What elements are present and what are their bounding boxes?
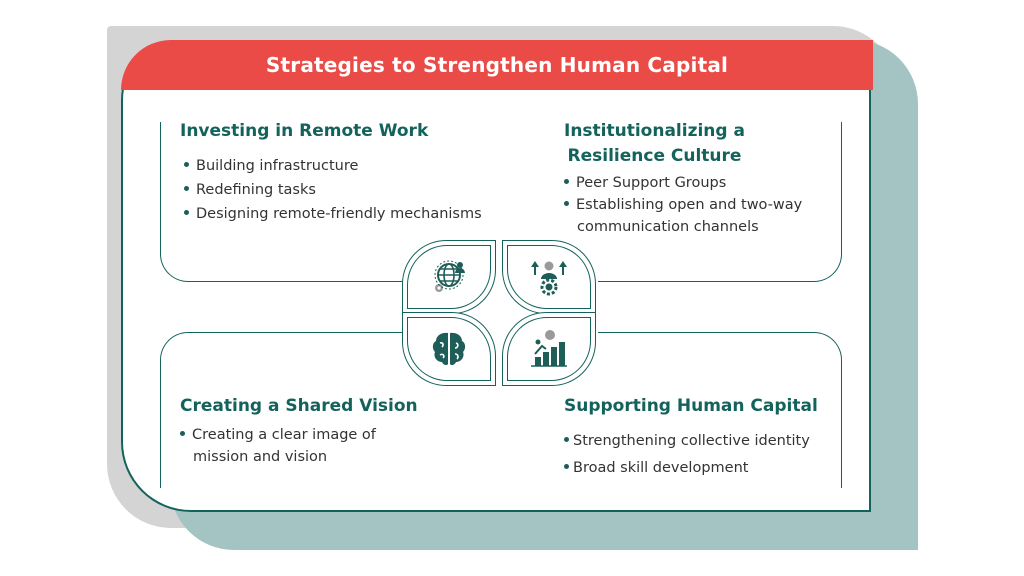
list-item: Redefining tasks (184, 178, 482, 202)
list-resilience-culture: Peer Support Groups Establishing open an… (564, 172, 802, 238)
list-item: communication channels (577, 219, 759, 235)
list-item: Strengthening collective identity (564, 428, 810, 455)
list-remote-work: Building infrastructure Redefining tasks… (184, 154, 482, 226)
globe-gear-icon (434, 260, 465, 292)
brain-puzzle-icon (432, 332, 466, 366)
person-gear-arrows-icon (531, 261, 567, 296)
title-banner: Strategies to Strengthen Human Capital (121, 40, 873, 90)
frame-top-right (598, 122, 842, 282)
list-item: Peer Support Groups (564, 172, 802, 194)
heading-remote-work: Investing in Remote Work (180, 121, 429, 141)
petal-shared-vision (402, 312, 496, 386)
list-item: Designing remote-friendly mechanisms (184, 202, 482, 226)
growth-chart-person-icon (531, 330, 567, 367)
list-item: Establishing open and two-way (564, 194, 802, 216)
heading-supporting-human-capital: Supporting Human Capital (564, 396, 818, 416)
petal-resilience-culture (502, 240, 596, 314)
main-card (121, 40, 871, 512)
list-item: Building infrastructure (184, 154, 482, 178)
list-shared-vision: Creating a clear image of mission and vi… (180, 424, 376, 468)
heading-resilience-culture: Institutionalizing a Resilience Culture (564, 121, 745, 166)
heading-shared-vision: Creating a Shared Vision (180, 396, 418, 416)
frame-bottom-right (598, 332, 842, 488)
list-item: Creating a clear image of (180, 424, 376, 446)
petal-remote-work (402, 240, 496, 314)
petal-supporting-human-capital (502, 312, 596, 386)
list-item: Broad skill development (564, 455, 810, 482)
list-supporting-human-capital: Strengthening collective identity Broad … (564, 428, 810, 482)
frame-top-left (160, 122, 404, 282)
frame-bottom-left (160, 332, 404, 488)
list-item: mission and vision (193, 449, 328, 465)
page-title: Strategies to Strengthen Human Capital (265, 53, 729, 77)
